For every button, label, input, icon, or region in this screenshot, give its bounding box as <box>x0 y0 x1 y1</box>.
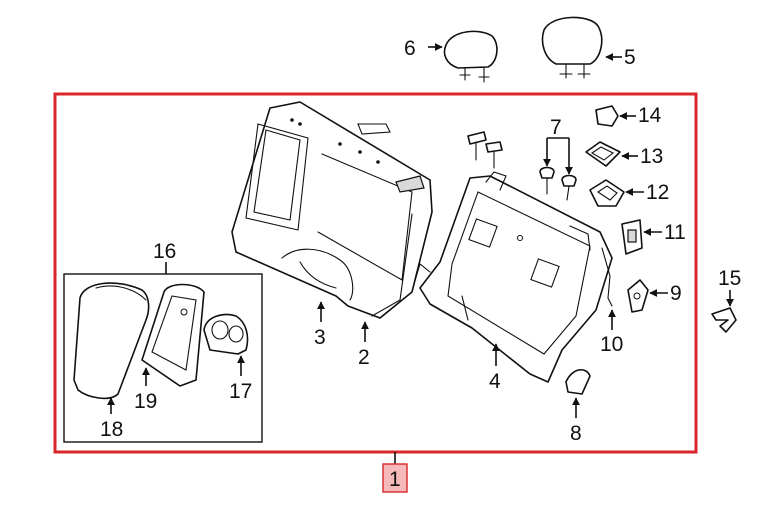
callout-1: 1 <box>389 468 401 491</box>
callout-17: 17 <box>229 380 252 403</box>
callout-12: 12 <box>646 181 669 204</box>
callout-11: 11 <box>664 221 686 244</box>
armrest-pad[interactable] <box>73 282 150 400</box>
bezel-12[interactable] <box>589 179 625 207</box>
bracket-9[interactable] <box>627 279 649 313</box>
callout-1-highlight <box>382 463 408 493</box>
assembly-frame <box>53 92 698 454</box>
release-cable[interactable] <box>601 247 613 307</box>
cover-8[interactable] <box>565 369 591 395</box>
callout-8: 8 <box>570 422 582 445</box>
bolts-7[interactable] <box>539 166 577 201</box>
callout-7: 7 <box>550 116 562 139</box>
callout-19: 19 <box>134 390 157 413</box>
armrest-group-frame <box>63 273 263 443</box>
callout-9: 9 <box>670 282 682 305</box>
callout-18: 18 <box>100 418 123 441</box>
hook-15[interactable] <box>711 307 737 333</box>
seat-back-board[interactable] <box>371 213 413 317</box>
seat-back-frame[interactable] <box>413 171 613 383</box>
callout-10: 10 <box>600 333 623 356</box>
callout-2: 2 <box>358 346 370 369</box>
bolts-left[interactable] <box>467 131 503 169</box>
headrest-right[interactable] <box>541 16 603 79</box>
callout-5: 5 <box>624 46 636 69</box>
callout-4: 4 <box>489 370 501 393</box>
headrest-left[interactable] <box>443 30 498 83</box>
armrest-frame[interactable] <box>141 283 205 387</box>
callout-3: 3 <box>314 326 326 349</box>
callout-16: 16 <box>153 240 176 263</box>
callout-6: 6 <box>404 37 416 60</box>
lock-11[interactable] <box>621 219 643 255</box>
seat-back-pad[interactable] <box>231 101 433 319</box>
callout-13: 13 <box>640 145 663 168</box>
callout-15: 15 <box>718 267 741 290</box>
latch-cover[interactable] <box>595 105 619 127</box>
bezel-13[interactable] <box>585 141 621 167</box>
callout-14: 14 <box>638 104 662 127</box>
cup-holder[interactable] <box>203 313 249 355</box>
